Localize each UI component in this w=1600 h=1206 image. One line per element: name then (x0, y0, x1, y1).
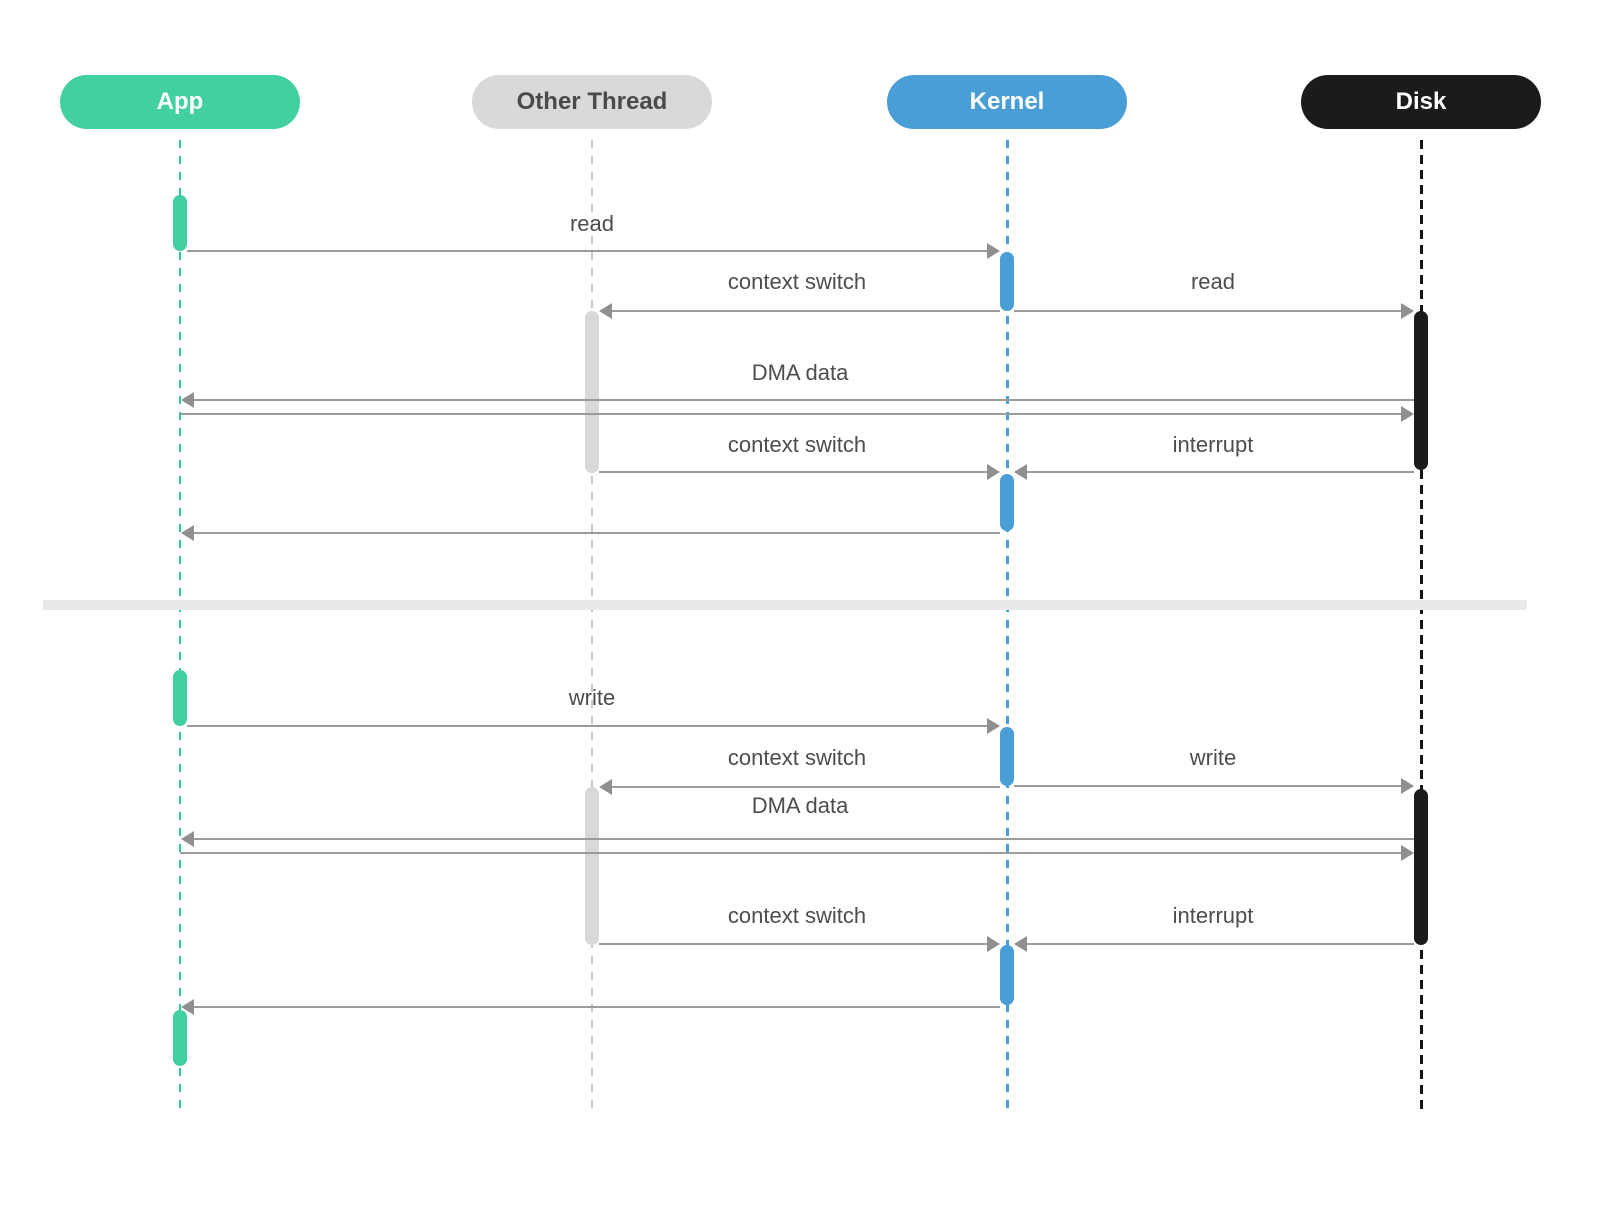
message-label: context switch (727, 745, 867, 770)
lifeline-kernel (1005, 140, 1009, 1112)
activation-bar-kernel (1000, 252, 1014, 311)
message-line (1014, 310, 1402, 312)
message-label: write (568, 685, 616, 710)
message-label: interrupt (1172, 432, 1254, 457)
activation-bar-disk (1414, 311, 1428, 470)
message-line (187, 250, 988, 252)
message-line (599, 471, 988, 473)
actor-label-kernel: Kernel (969, 88, 1045, 115)
actor-pill-other-thread: Other Thread (472, 75, 712, 129)
message-label: context switch (727, 432, 867, 457)
lifeline-disk (1419, 140, 1423, 1112)
actor-label-other-thread: Other Thread (516, 88, 668, 115)
activation-bar-kernel (1000, 727, 1014, 786)
activation-bar-other-thread (585, 787, 599, 945)
activation-bar-other-thread (585, 311, 599, 473)
arrowhead-icon (181, 831, 194, 847)
arrowhead-icon (599, 779, 612, 795)
message-line (193, 399, 1414, 401)
arrowhead-icon (1401, 406, 1414, 422)
activation-bar-app (173, 1010, 187, 1066)
actor-pill-app: App (60, 75, 300, 129)
arrowhead-icon (1401, 303, 1414, 319)
activation-bar-kernel (1000, 945, 1014, 1005)
message-line (180, 852, 1402, 854)
message-label: DMA data (751, 793, 849, 818)
arrowhead-icon (599, 303, 612, 319)
message-line (193, 1006, 1000, 1008)
message-label: interrupt (1172, 903, 1254, 928)
arrowhead-icon (1401, 778, 1414, 794)
lifeline-other-thread (591, 140, 593, 1112)
activation-bar-disk (1414, 789, 1428, 945)
message-label: read (569, 211, 615, 236)
message-line (1026, 471, 1414, 473)
arrowhead-icon (987, 936, 1000, 952)
actor-label-app: App (156, 88, 204, 115)
arrowhead-icon (1014, 464, 1027, 480)
actor-pill-kernel: Kernel (887, 75, 1127, 129)
actor-label-disk: Disk (1395, 88, 1447, 115)
arrowhead-icon (1401, 845, 1414, 861)
arrowhead-icon (987, 243, 1000, 259)
activation-bar-kernel (1000, 474, 1014, 531)
message-line (1014, 785, 1402, 787)
message-line (611, 786, 1000, 788)
message-line (599, 943, 988, 945)
arrowhead-icon (987, 464, 1000, 480)
message-label: DMA data (751, 360, 849, 385)
arrowhead-icon (181, 392, 194, 408)
arrowhead-icon (181, 525, 194, 541)
message-label: read (1190, 269, 1236, 294)
activation-bar-app (173, 670, 187, 726)
message-line (193, 532, 1000, 534)
arrowhead-icon (987, 718, 1000, 734)
message-line (180, 413, 1402, 415)
arrowhead-icon (181, 999, 194, 1015)
message-line (193, 838, 1414, 840)
actor-pill-disk: Disk (1301, 75, 1541, 129)
activation-bar-app (173, 195, 187, 251)
message-label: write (1189, 745, 1237, 770)
message-line (1026, 943, 1414, 945)
arrowhead-icon (1014, 936, 1027, 952)
section-divider (43, 600, 1527, 610)
message-line (611, 310, 1000, 312)
message-label: context switch (727, 903, 867, 928)
message-line (187, 725, 988, 727)
lifeline-app (179, 140, 181, 1112)
message-label: context switch (727, 269, 867, 294)
